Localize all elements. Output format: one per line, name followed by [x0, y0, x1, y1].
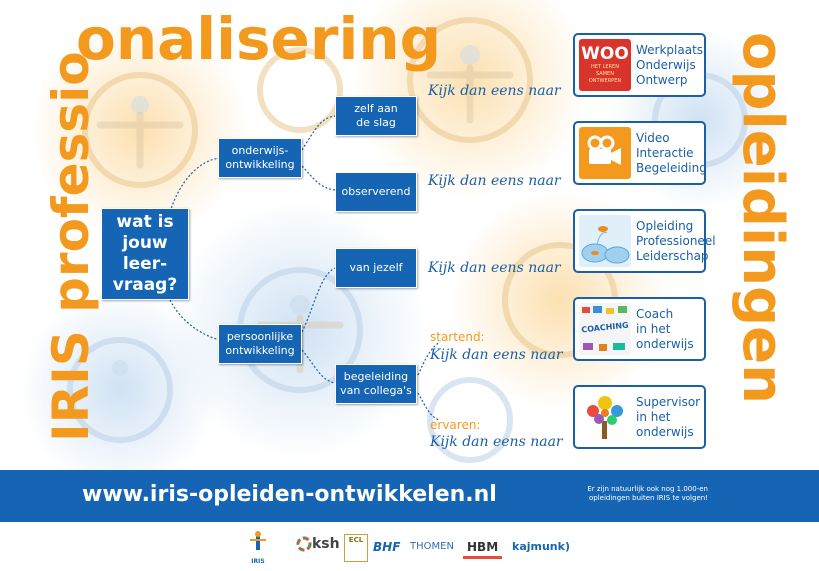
kijk-dan-eens-naar-4: Kijk dan eens naar — [430, 347, 563, 363]
footer-note: Er zijn natuurlijk ook nog 1.000-en ople… — [587, 485, 708, 502]
kijk-dan-eens-naar-2: Kijk dan eens naar — [428, 173, 561, 189]
node-line: begeleiding — [343, 370, 409, 383]
node-persoonlijke-ontwikkeling: persoonlijke ontwikkeling — [218, 324, 302, 364]
card-line: Interactie — [636, 145, 694, 160]
coaching-image: COACHING — [579, 303, 631, 355]
card-coach-in-het-onderwijs[interactable]: COACHING Coach in het onderwijs — [573, 297, 706, 361]
colorful-tree-image — [579, 391, 631, 443]
card-line: in het — [636, 321, 671, 336]
goldfish-jump-image — [579, 215, 631, 267]
video-camera-icon — [579, 127, 631, 179]
node-line: van jezelf — [349, 261, 403, 274]
ksh-ring-icon — [296, 536, 312, 552]
woo-logo-title: WOO — [581, 44, 629, 64]
node-line: onderwijs- — [231, 144, 289, 157]
footer-banner: www.iris-opleiden-ontwikkelen.nl Er zijn… — [0, 470, 819, 522]
website-url-link[interactable]: www.iris-opleiden-ontwikkelen.nl — [82, 482, 497, 507]
woo-logo-sub: HET LEREN — [591, 64, 619, 70]
hbm-logo: HBM — [463, 538, 503, 559]
iris-figure-icon — [250, 531, 266, 550]
tree-connectors — [169, 115, 441, 421]
card-supervisor-in-het-onderwijs[interactable]: Supervisor in het onderwijs — [573, 385, 706, 449]
partner-logos: IRIS ksh ECL BHF THOMEN HBM kajmunk) — [0, 522, 819, 571]
node-zelf-aan-de-slag: zelf aan de slag — [335, 96, 417, 136]
node-observerend: observerend — [335, 172, 417, 212]
thomen-logo: THOMEN — [410, 541, 454, 552]
root-line-2: jouw — [122, 233, 168, 253]
card-line: Supervisor — [636, 394, 701, 409]
node-line: observerend — [341, 185, 411, 198]
woo-logo: WOO HET LEREN SAMEN ONTWERPEN — [579, 39, 631, 91]
startend-label: startend: — [430, 330, 485, 344]
node-van-jezelf: van jezelf — [335, 248, 417, 288]
card-line: Werkplaats — [636, 42, 704, 57]
card-video-interactie-begeleiding[interactable]: Video Interactie Begeleiding — [573, 121, 707, 185]
card-line: in het — [636, 409, 671, 424]
ervaren-label: ervaren: — [430, 418, 481, 432]
card-line: Begeleiding — [636, 160, 707, 175]
card-line: Professioneel — [636, 233, 716, 248]
card-line: Ontwerp — [636, 72, 688, 87]
woo-logo-sub: ONTWERPEN — [588, 78, 622, 84]
kijk-dan-eens-naar-3: Kijk dan eens naar — [428, 260, 561, 276]
node-line: ontwikkeling — [225, 344, 295, 357]
logo-label: ksh — [312, 536, 340, 552]
kijk-dan-eens-naar-5: Kijk dan eens naar — [430, 434, 563, 450]
card-werkplaats-onderwijs-ontwerp[interactable]: WOO HET LEREN SAMEN ONTWERPEN Werkplaats… — [573, 33, 706, 97]
bhf-logo: BHF — [373, 540, 401, 554]
root-line-1: wat is — [116, 212, 174, 232]
woo-logo-sub: SAMEN — [596, 71, 614, 77]
kajmunk-logo: kajmunk) — [512, 540, 570, 553]
root-line-3: leer- — [122, 254, 168, 274]
card-line: Video — [636, 130, 670, 145]
card-line: onderwijs — [636, 424, 694, 439]
root-line-4: vraag? — [112, 275, 178, 295]
iris-logo: IRIS — [247, 530, 269, 565]
kijk-dan-eens-naar-1: Kijk dan eens naar — [428, 83, 561, 99]
card-line: Opleiding — [636, 218, 694, 233]
node-line: persoonlijke — [226, 330, 294, 343]
card-line: Onderwijs — [636, 57, 696, 72]
logo-label: IRIS — [251, 558, 265, 565]
card-line: Leiderschap — [636, 248, 709, 263]
ksh-logo: ksh — [296, 536, 340, 552]
node-line: de slag — [356, 116, 396, 129]
node-begeleiding-collegas: begeleiding van collega's — [335, 364, 417, 404]
node-line: ontwikkeling — [225, 158, 295, 171]
node-line: van collega's — [340, 384, 412, 397]
card-line: Coach — [636, 306, 674, 321]
root-node-leervraag: wat is jouw leer- vraag? — [101, 208, 189, 300]
card-opleiding-professioneel-leiderschap[interactable]: Opleiding Professioneel Leiderschap — [573, 209, 716, 273]
card-line: onderwijs — [636, 336, 694, 351]
node-line: zelf aan — [354, 102, 398, 115]
title-top-text: onalisering — [76, 5, 442, 73]
ecl-logo: ECL — [344, 534, 368, 562]
node-onderwijs-ontwikkeling: onderwijs- ontwikkeling — [218, 138, 302, 178]
logo-label: ECL — [348, 536, 364, 544]
